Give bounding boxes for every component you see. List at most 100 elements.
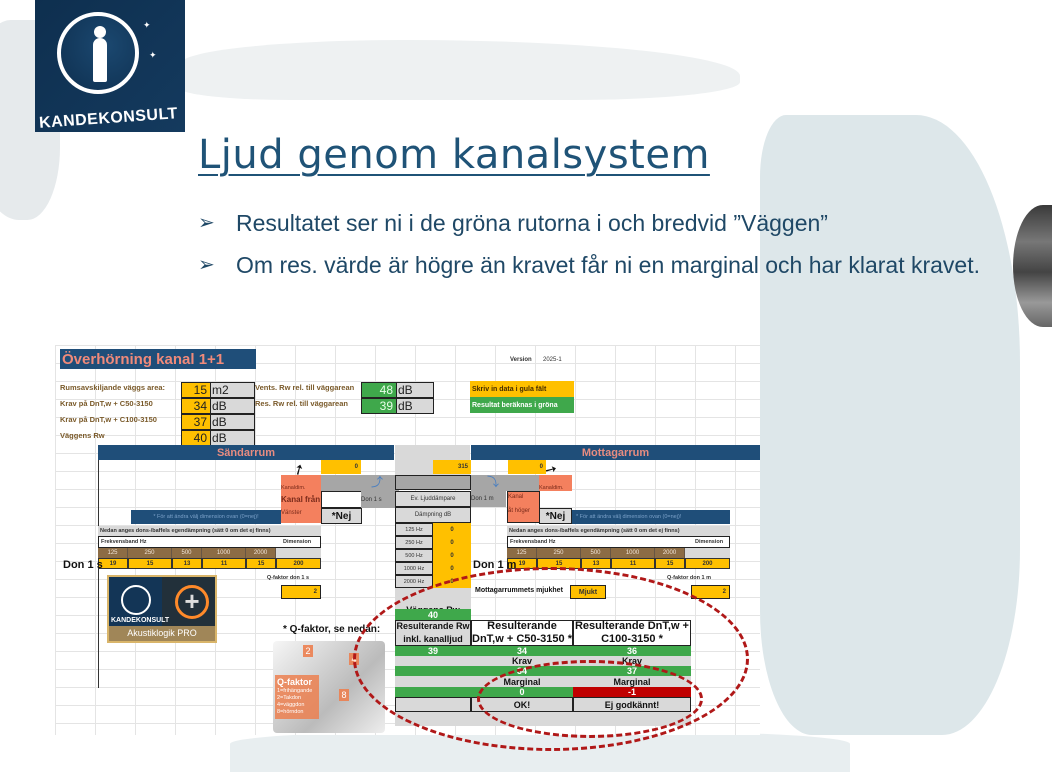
freq-band-header: 125 bbox=[507, 548, 537, 558]
silencer-band-label: 500 Hz bbox=[395, 549, 433, 562]
receiver-select[interactable]: *Nej bbox=[539, 508, 572, 524]
damping-input[interactable]: 15 bbox=[655, 558, 685, 569]
damping-input[interactable]: 13 bbox=[581, 558, 611, 569]
moon-icon bbox=[57, 12, 139, 94]
krav-c100-input[interactable]: 37 bbox=[181, 414, 211, 430]
slide-title: Ljud genom kanalsystem bbox=[198, 132, 710, 178]
q-factor-label: Q-faktor don 1 s bbox=[266, 575, 310, 581]
q-factor-legend: Q-faktor 1=frihängande 2=Takdon 4=väggdo… bbox=[275, 675, 319, 719]
q-factor-caption: * Q-faktor, se nedan: bbox=[283, 624, 381, 635]
freq-band-header: 500 bbox=[172, 548, 202, 558]
damping-label: Dämpning dB bbox=[395, 507, 471, 523]
silencer-band-input[interactable]: 0 bbox=[433, 549, 471, 562]
freq-label: Frekvensband Hz bbox=[98, 536, 321, 548]
duct-bend-icon: ⤴ bbox=[371, 475, 384, 489]
input-label: Krav på DnT,w + C50-3150 bbox=[60, 399, 153, 408]
receiver-header: Mottagarrum bbox=[471, 445, 760, 460]
background-shape-top bbox=[180, 40, 740, 100]
sender-hint: * För att ändra välj dimension ovan (0=n… bbox=[131, 510, 281, 524]
version-value: 2025-1 bbox=[543, 357, 562, 363]
spreadsheet-screenshot: Överhörning kanal 1+1 Version 2025-1 Rum… bbox=[55, 345, 760, 751]
arrow-bullet-icon: ➢ bbox=[198, 254, 215, 276]
damping-input[interactable]: 15 bbox=[246, 558, 276, 569]
person-icon bbox=[94, 26, 106, 38]
q-marker: 2 bbox=[303, 645, 313, 657]
silencer-band-label: 2000 Hz bbox=[395, 575, 433, 588]
unit: dB bbox=[210, 398, 255, 414]
dimension-label: Dimension bbox=[695, 539, 724, 545]
area-input[interactable]: 15 bbox=[181, 382, 211, 398]
stones-photo bbox=[1013, 205, 1052, 327]
silencer-band-label: 1000 Hz bbox=[395, 562, 433, 575]
star-icon: ✦ bbox=[149, 50, 157, 60]
akustiklogik-promo: + KANDEKONSULT Akustiklogik PRO bbox=[107, 575, 217, 643]
silencer-band-label: 250 Hz bbox=[395, 536, 433, 549]
damping-input[interactable]: 11 bbox=[611, 558, 655, 569]
damping-input[interactable]: 11 bbox=[202, 558, 246, 569]
input-label: Krav på DnT,w + C100-3150 bbox=[60, 415, 157, 424]
don-1m-label: Don 1 m bbox=[473, 559, 517, 571]
receiver-duct-dim-input[interactable]: 0 bbox=[508, 460, 546, 474]
silencer-band-input[interactable]: 0 bbox=[433, 523, 471, 536]
receiver-hint: * För att ändra välj dimension ovan (0=n… bbox=[572, 510, 730, 524]
legend-yellow: Skriv in data i gula fält bbox=[470, 381, 574, 397]
unit: dB bbox=[210, 414, 255, 430]
q-factor-don-1m-input[interactable]: 2 bbox=[691, 585, 730, 599]
duct-bend-icon: ⤵ bbox=[487, 475, 500, 489]
don-1s-small: Don 1 s bbox=[361, 491, 399, 508]
freq-band-header: 250 bbox=[128, 548, 172, 558]
sender-header: Sändarrum bbox=[98, 445, 394, 460]
version-label: Version bbox=[510, 357, 532, 363]
background-shape-right bbox=[760, 115, 1020, 735]
krav-c50-input[interactable]: 34 bbox=[181, 398, 211, 414]
damping-note: Nedan anges dons-/baffels egendämpning (… bbox=[98, 526, 321, 536]
sheet-title: Överhörning kanal 1+1 bbox=[60, 349, 256, 369]
input-label: Väggens Rw bbox=[60, 431, 105, 440]
star-icon: ✦ bbox=[143, 20, 151, 30]
kandekonsult-logo: ✦ ✦ KANDEKONSULT bbox=[35, 0, 185, 132]
input-label: Rumsavskiljande väggs area: bbox=[60, 383, 166, 392]
unit: dB bbox=[210, 430, 255, 446]
highlight-ellipse-large bbox=[353, 567, 749, 751]
freq-band-header: 250 bbox=[537, 548, 581, 558]
middle-dim-input[interactable]: 315 bbox=[433, 460, 471, 474]
silencer-graphic bbox=[395, 475, 471, 490]
silencer-band-input[interactable]: 0 bbox=[433, 536, 471, 549]
kanaldim-label: Kanaldim. bbox=[281, 475, 321, 491]
sender-duct-dim-input[interactable]: 0 bbox=[321, 460, 361, 474]
silencer-label: Ev. Ljuddämpare bbox=[395, 491, 471, 507]
dimension-input[interactable]: 200 bbox=[685, 558, 730, 569]
arrow-bullet-icon: ➢ bbox=[198, 212, 215, 234]
kanal-fran-label: Kanal från Vänster bbox=[281, 491, 321, 523]
bullet-item: ➢ Om res. värde är högre än kravet får n… bbox=[198, 252, 980, 278]
computed-label: Vents. Rw rel. till väggarean bbox=[255, 383, 355, 392]
bullet-item: ➢ Resultatet ser ni i de gröna rutorna i… bbox=[198, 210, 828, 236]
computed-label: Res. Rw rel. till väggarean bbox=[255, 399, 348, 408]
unit: dB bbox=[396, 398, 434, 414]
wall-rw-input[interactable]: 40 bbox=[181, 430, 211, 446]
unit: m2 bbox=[210, 382, 255, 398]
vents-rw-value: 48 bbox=[361, 382, 397, 398]
don-1m-small: Don 1 m bbox=[471, 491, 506, 507]
freq-band-header: 2000 bbox=[246, 548, 276, 558]
q-marker: 8 bbox=[339, 689, 349, 701]
dimension-input[interactable]: 200 bbox=[276, 558, 321, 569]
damping-input[interactable]: 15 bbox=[128, 558, 172, 569]
damping-input[interactable]: 19 bbox=[98, 558, 128, 569]
q-factor-label: Q-faktor don 1 m bbox=[667, 575, 712, 581]
freq-band-header: 500 bbox=[581, 548, 611, 558]
logo-text: KANDEKONSULT bbox=[38, 105, 179, 132]
silencer-band-input[interactable]: 0 bbox=[433, 562, 471, 575]
res-rw-value: 39 bbox=[361, 398, 397, 414]
dimension-label: Dimension bbox=[283, 539, 312, 545]
freq-band-header: 1000 bbox=[611, 548, 655, 558]
damping-input[interactable]: 13 bbox=[172, 558, 202, 569]
q-factor-don-1s-input[interactable]: 2 bbox=[281, 585, 321, 599]
don-1s-label: Don 1 s bbox=[63, 559, 103, 571]
highlight-ellipse-small bbox=[477, 660, 703, 738]
kanaldim-label: Kanaldim. bbox=[539, 475, 572, 491]
freq-band-header: 1000 bbox=[202, 548, 246, 558]
bullet-list: ➢ Resultatet ser ni i de gröna rutorna i… bbox=[198, 208, 1008, 292]
moon-icon bbox=[121, 585, 151, 615]
sender-select[interactable]: *Nej bbox=[321, 508, 362, 524]
